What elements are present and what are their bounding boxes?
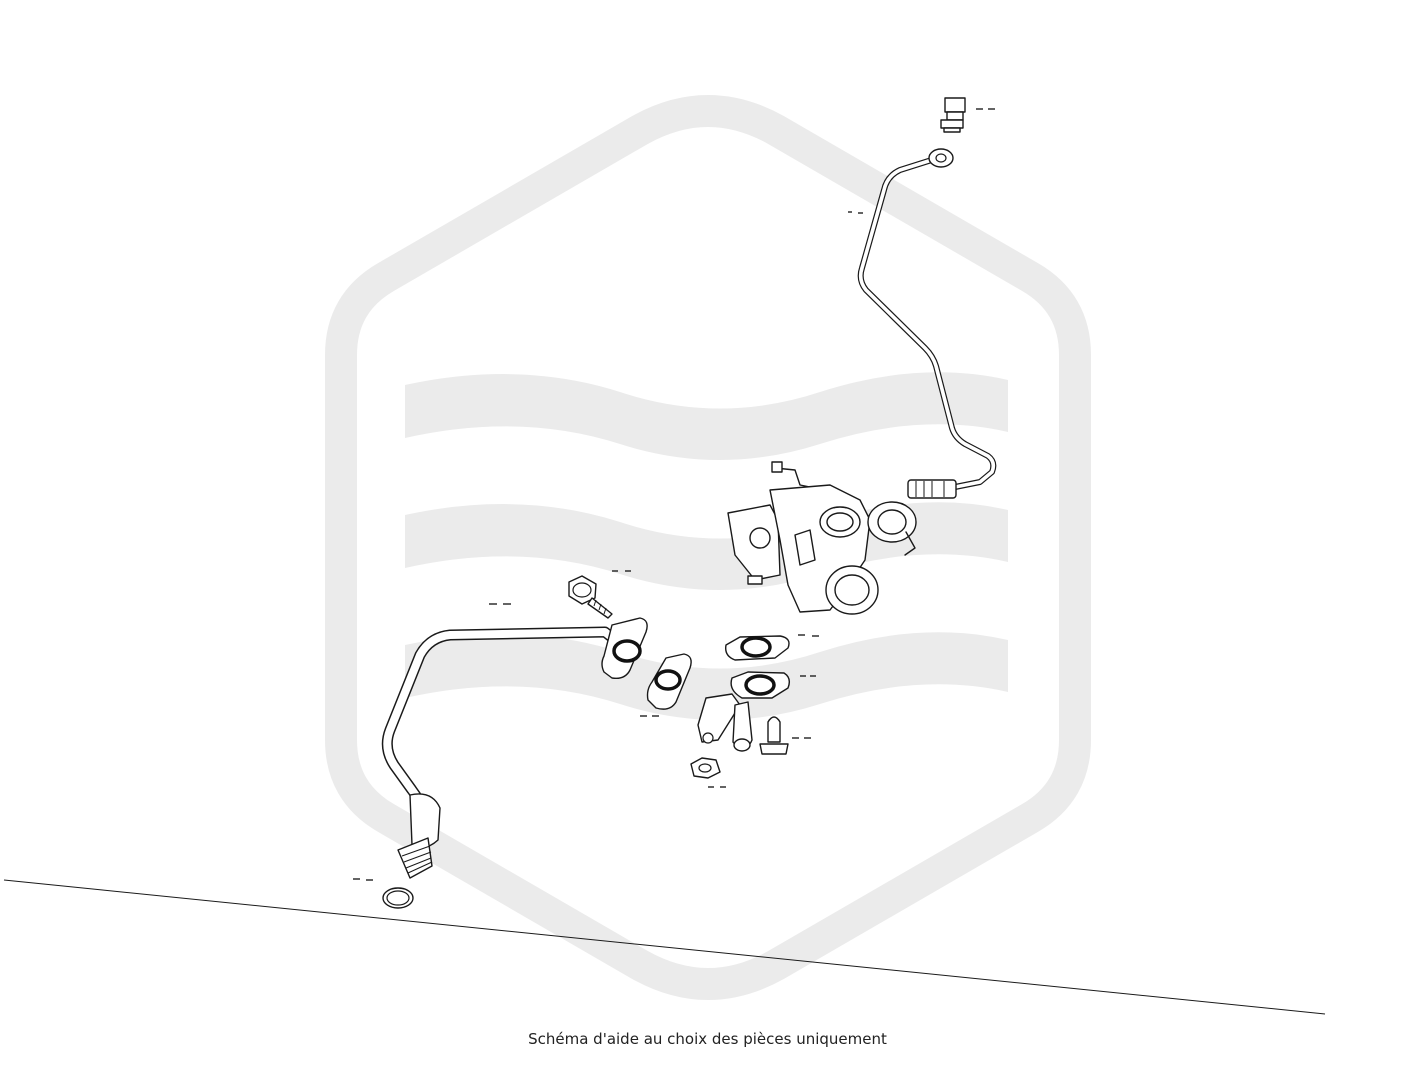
watermark-logo bbox=[325, 95, 1091, 1000]
upper-gasket bbox=[725, 635, 790, 661]
stud bbox=[759, 716, 789, 755]
turbocharger bbox=[727, 461, 917, 615]
diagram-caption: Schéma d'aide au choix des pièces unique… bbox=[528, 1030, 887, 1048]
nut bbox=[690, 757, 721, 779]
reference-marks bbox=[353, 108, 995, 881]
flange-bolt bbox=[568, 575, 613, 619]
lower-gasket bbox=[730, 671, 791, 699]
banjo-bolt bbox=[940, 97, 966, 133]
return-flange bbox=[697, 693, 753, 752]
middle-gasket bbox=[646, 653, 692, 710]
o-ring bbox=[382, 887, 414, 909]
oil-feed-pipe bbox=[857, 148, 997, 499]
ground-line bbox=[3, 879, 1326, 1015]
oil-return-pipe bbox=[381, 617, 648, 879]
